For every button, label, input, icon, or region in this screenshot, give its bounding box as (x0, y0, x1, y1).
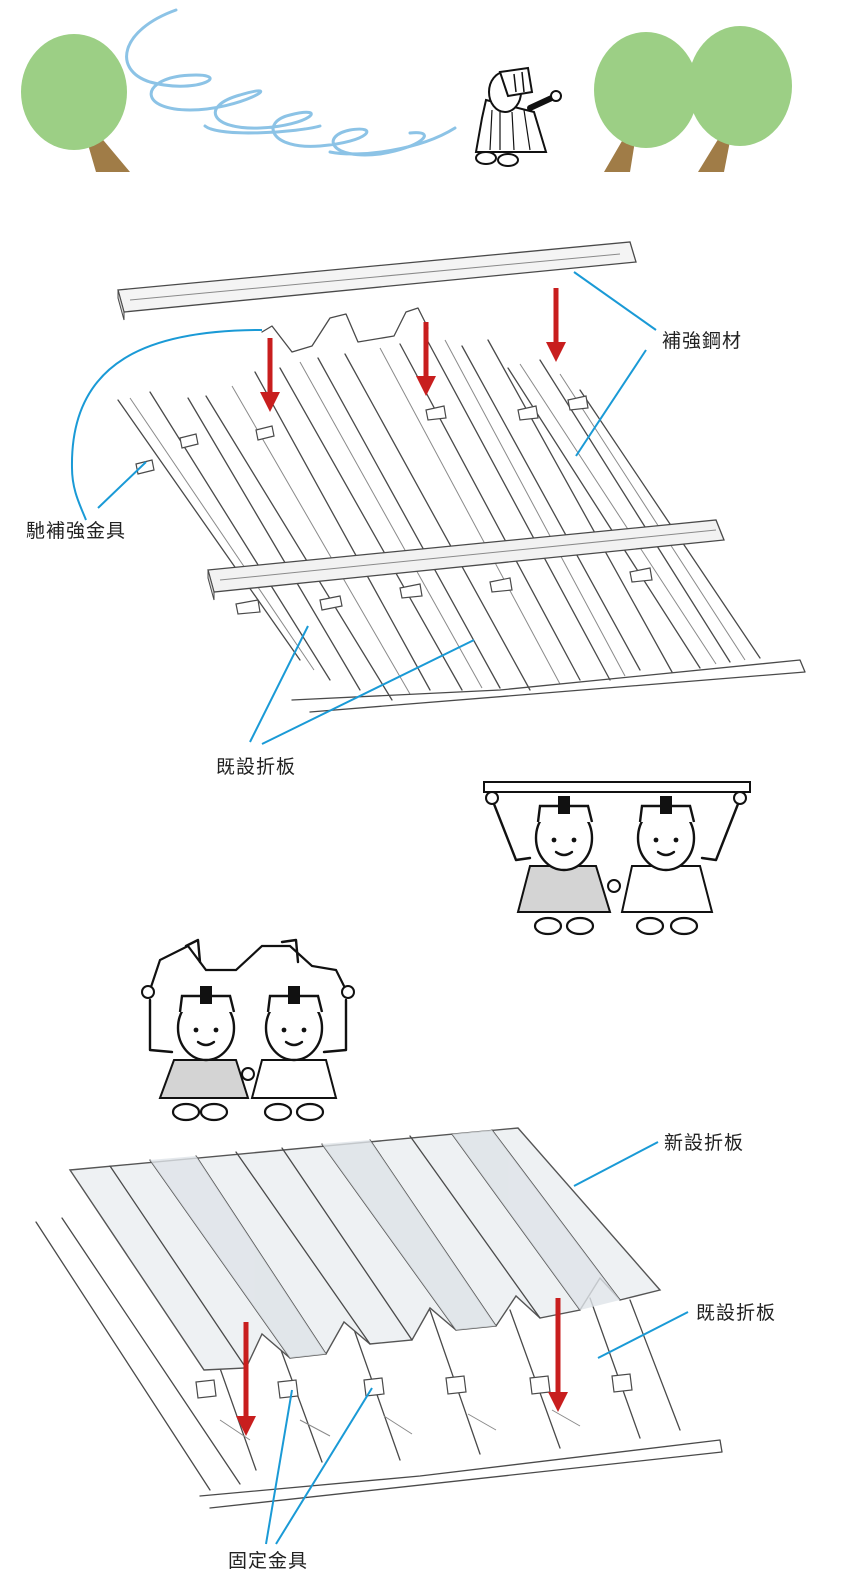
down-arrows-lower (236, 1298, 568, 1436)
reinforcement-beam-upper (117, 241, 637, 321)
label-existing-sheet-upper: 既設折板 (216, 757, 297, 778)
leader-lines-upper (70, 271, 657, 745)
new-corrugated-sheet (68, 1127, 662, 1371)
worker-character (474, 66, 562, 167)
label-purlin-bracket: 馳補強金具 (26, 521, 127, 542)
kids-holding-sheet (141, 938, 355, 1122)
wind-swirl (125, 8, 457, 157)
tree-left (21, 34, 130, 172)
label-fixing-bracket: 固定金具 (228, 1551, 309, 1572)
label-existing-sheet-lower: 既設折板 (696, 1303, 777, 1324)
existing-roof-lower (35, 1217, 723, 1509)
down-arrows-upper (260, 288, 566, 412)
existing-roof-upper (117, 307, 806, 713)
kids-holding-beam (483, 781, 751, 936)
tree-right-pair (594, 26, 792, 172)
label-reinforcement-steel: 補強鋼材 (662, 331, 743, 352)
leader-lines-lower (265, 1141, 689, 1545)
label-new-sheet: 新設折板 (664, 1133, 745, 1154)
